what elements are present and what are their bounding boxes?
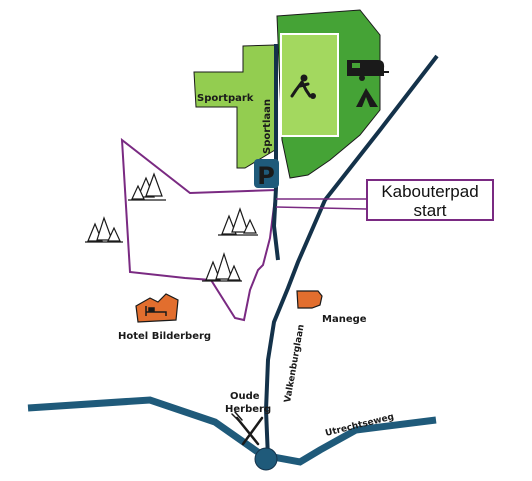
tree-icon [85,216,123,243]
callout-connector [275,198,367,210]
tent-icon [356,88,378,107]
valkenburglaan-road [263,54,439,459]
caravan-icon [347,60,389,81]
callout-line2: start [413,201,447,220]
utrechtseweg-road [27,396,437,466]
roundabout [254,447,278,471]
sport-field [280,33,339,137]
tree-icon [128,172,166,201]
manege-label: Manege [322,314,367,325]
manege-building [296,290,323,309]
kabouterpad-start-callout: Kabouterpad start [366,179,494,221]
sportlaan-label: Sportlaan [262,99,273,154]
soccer-player-icon [290,74,316,99]
parking-icon: P [254,159,279,190]
sportlaan-road [271,44,280,261]
oude-herberg-label-line2: Herberg [225,404,271,415]
bed-icon [145,306,167,316]
callout-line1: Kabouterpad [381,182,479,201]
tree-icon [218,207,258,236]
fork-knife-icon [231,411,264,446]
valkenburglaan-label: Valkenburglaan [283,324,307,404]
sportpark-label: Sportpark [197,93,254,104]
oude-herberg-label-line1: Oude [230,391,260,402]
tree-icon [202,252,242,282]
hotel-building [135,293,179,323]
hotel-label: Hotel Bilderberg [118,331,211,342]
parking-symbol: P [257,162,275,190]
